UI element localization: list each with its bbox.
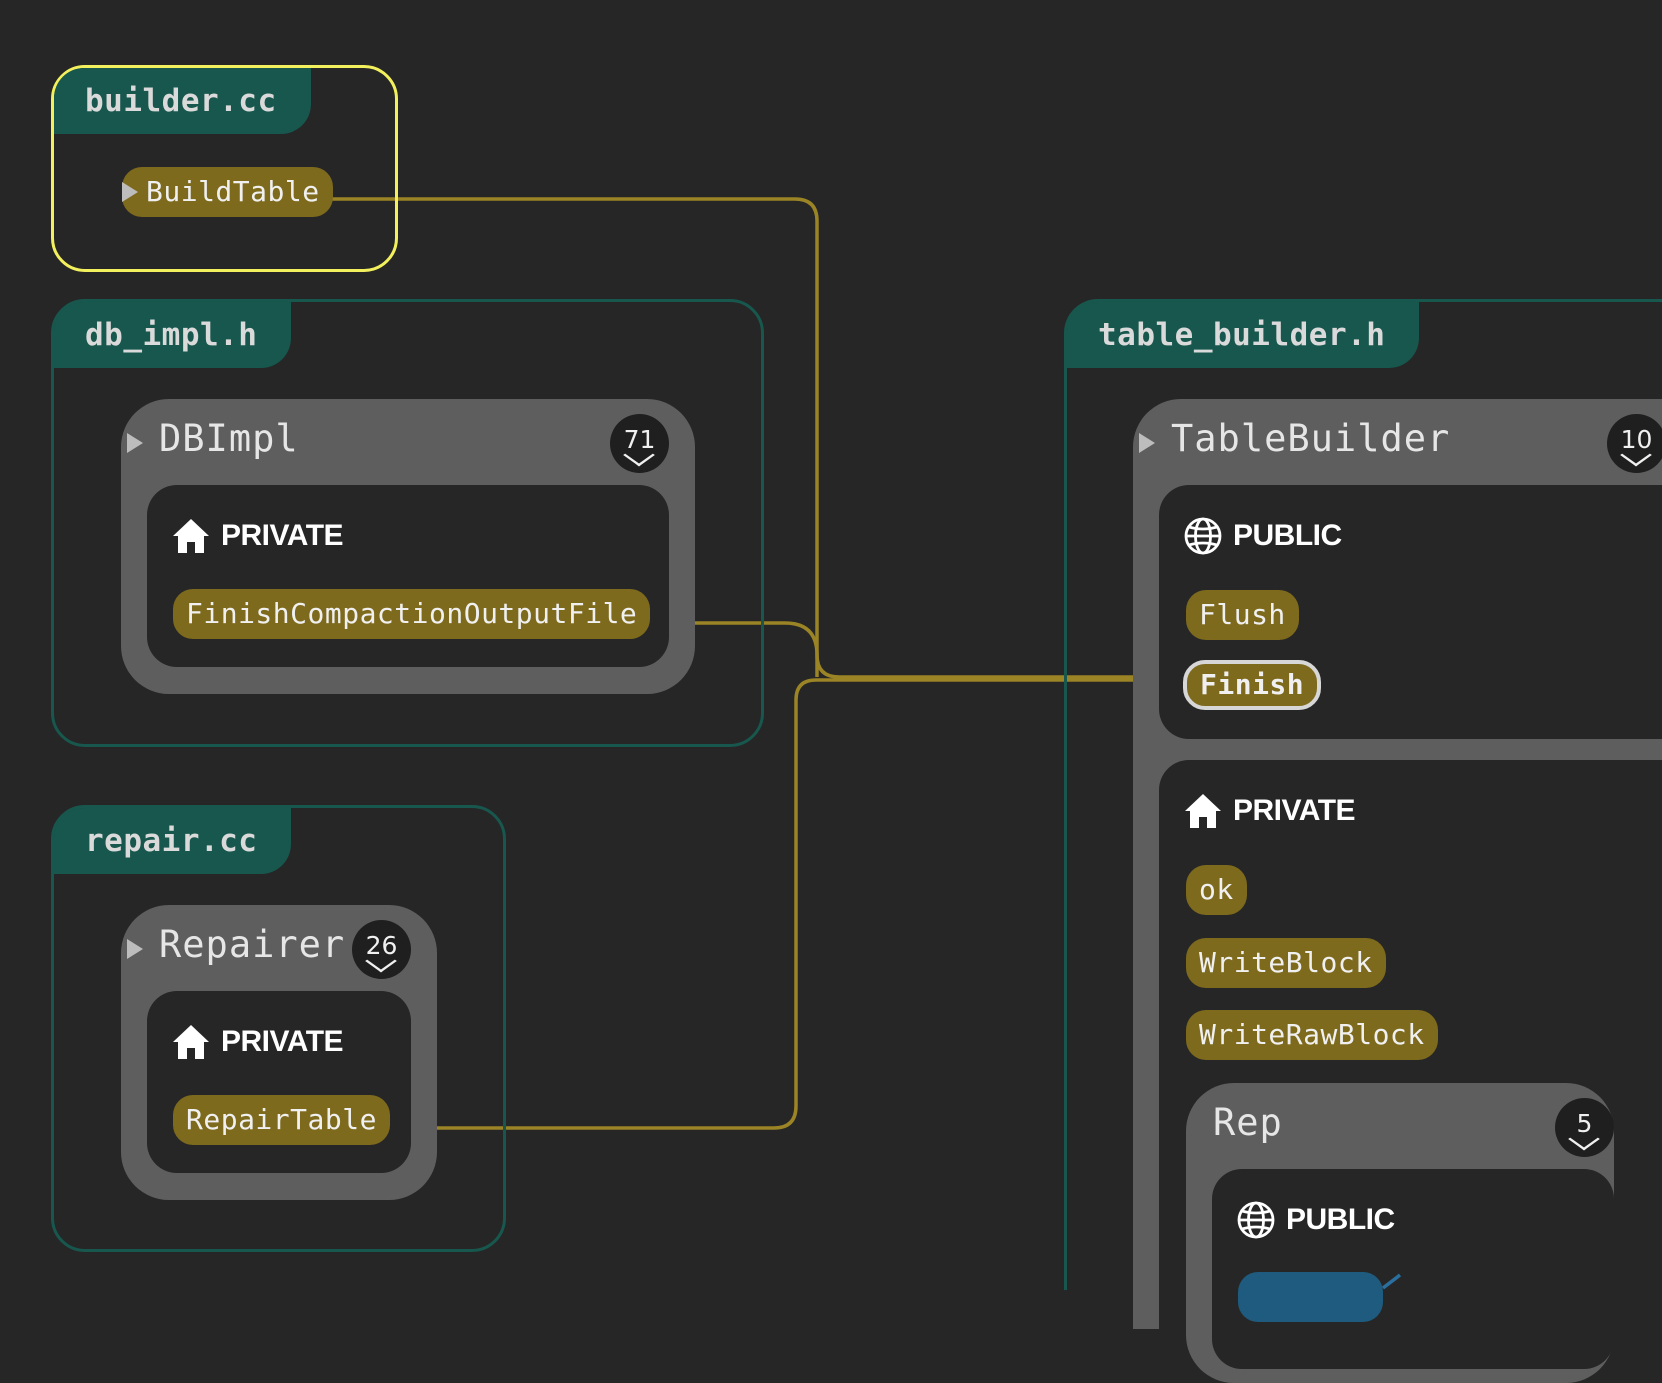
member-count-badge[interactable]: 10 <box>1607 414 1662 473</box>
member-count-badge[interactable]: 26 <box>352 920 411 979</box>
expand-triangle-icon[interactable] <box>127 433 143 453</box>
method-repairtable[interactable]: RepairTable <box>173 1095 390 1145</box>
section-label: PUBLIC <box>1286 1203 1395 1236</box>
section-private: PRIVATE <box>147 485 669 667</box>
file-title[interactable]: builder.cc <box>54 68 311 134</box>
class-dbimpl[interactable]: DBImpl 71 PRIVATE <box>121 399 695 694</box>
section-public: PUBLIC <box>1212 1169 1614 1369</box>
method-flush[interactable]: Flush <box>1186 590 1299 640</box>
file-builder-cc[interactable]: builder.cc <box>51 65 398 272</box>
class-repairer[interactable]: Repairer 26 PRIVATE <box>121 905 437 1200</box>
member-count-badge[interactable]: 5 <box>1555 1098 1614 1157</box>
class-header[interactable]: Rep 5 <box>1186 1083 1614 1169</box>
class-name: Rep <box>1213 1101 1283 1144</box>
file-title[interactable]: db_impl.h <box>54 302 292 368</box>
edge-repairtable-to-finish[interactable] <box>388 678 1177 1130</box>
expand-triangle-icon[interactable] <box>127 939 143 959</box>
section-private: PRIVATE <box>147 991 411 1173</box>
member-count-badge[interactable]: 71 <box>610 414 669 473</box>
globe-icon <box>1184 517 1222 555</box>
member-count: 10 <box>1620 425 1653 454</box>
section-label: PRIVATE <box>221 519 344 552</box>
member-count: 5 <box>1576 1109 1593 1138</box>
expand-triangle-icon[interactable] <box>122 182 138 202</box>
method-finish[interactable]: Finish <box>1183 660 1322 710</box>
method-writeblock[interactable]: WriteBlock <box>1186 938 1386 988</box>
home-icon <box>173 519 209 553</box>
class-tablebuilder[interactable]: TableBuilder 10 PUBLIC PRIVATE Rep 5 <box>1133 399 1662 1383</box>
file-title[interactable]: table_builder.h <box>1067 302 1420 368</box>
home-icon <box>173 1025 209 1059</box>
member-ok[interactable]: ok <box>1186 865 1247 915</box>
class-rep[interactable]: Rep 5 PUBLIC <box>1186 1083 1614 1383</box>
class-header[interactable]: TableBuilder 10 <box>1133 399 1662 485</box>
rep-member-partial[interactable] <box>1238 1272 1383 1322</box>
section-label: PUBLIC <box>1233 519 1342 552</box>
method-finishcompactionoutputfile[interactable]: FinishCompactionOutputFile <box>173 589 651 639</box>
method-writerawblock[interactable]: WriteRawBlock <box>1186 1010 1438 1060</box>
class-name: TableBuilder <box>1171 417 1451 460</box>
section-label: PRIVATE <box>1233 794 1356 827</box>
file-title[interactable]: repair.cc <box>54 808 292 874</box>
expand-triangle-icon[interactable] <box>1139 433 1155 453</box>
edge-stub-blue <box>1381 1273 1402 1290</box>
class-header[interactable]: Repairer 26 <box>121 905 437 991</box>
section-label: PRIVATE <box>221 1025 344 1058</box>
home-icon <box>1185 794 1221 828</box>
globe-icon <box>1237 1201 1275 1239</box>
chevron-down-icon <box>1567 1127 1600 1151</box>
function-buildtable[interactable]: BuildTable <box>122 167 333 217</box>
class-header[interactable]: DBImpl 71 <box>121 399 695 485</box>
class-name: Repairer <box>159 923 346 966</box>
class-name: DBImpl <box>159 417 299 460</box>
